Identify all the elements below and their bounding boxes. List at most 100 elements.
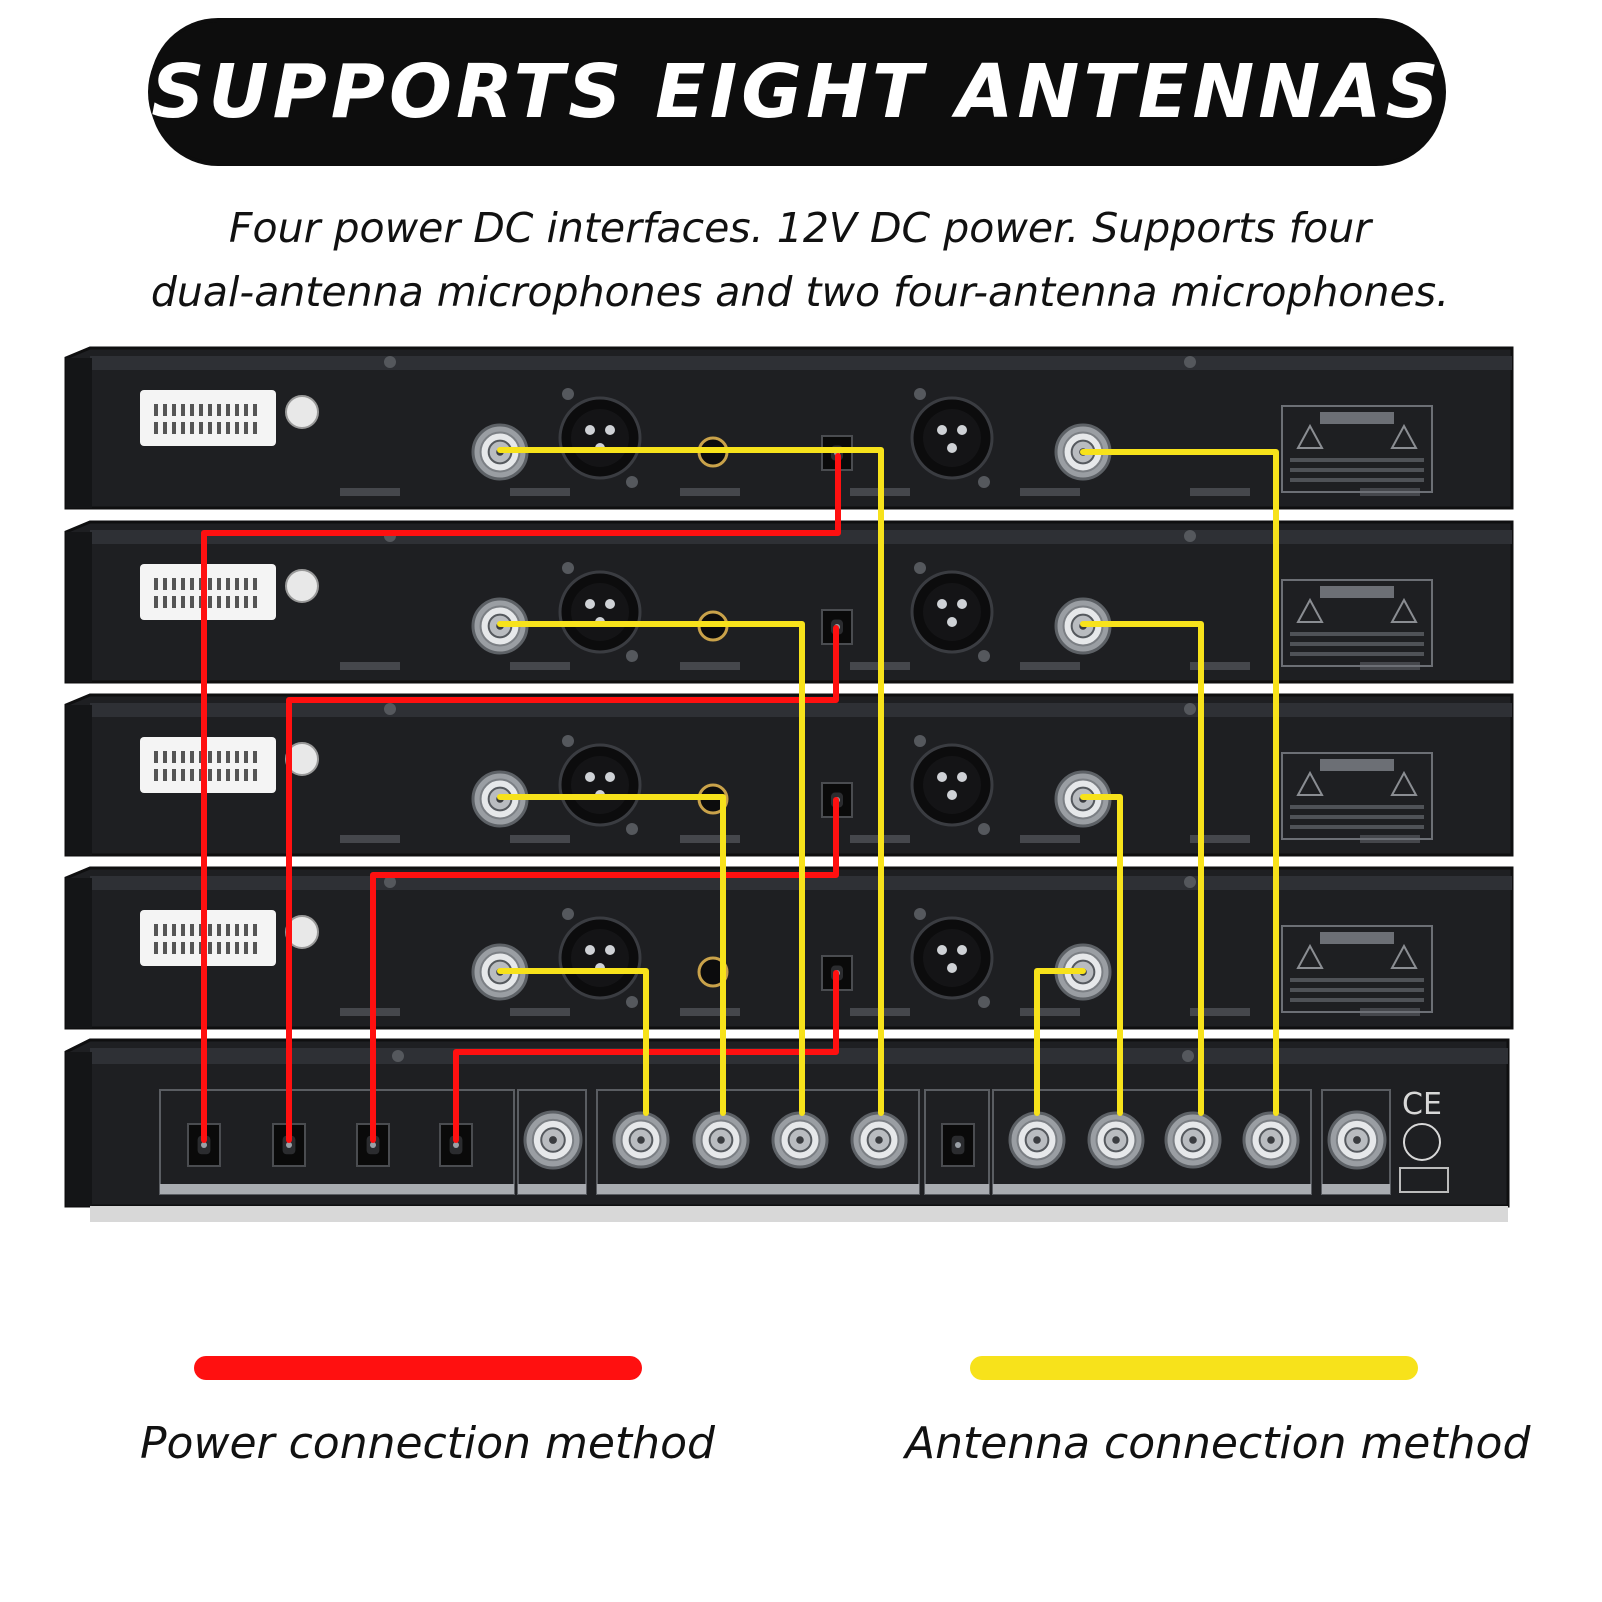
receiver-3-balanced-out-a-pin-1 [605, 772, 615, 782]
distributor-antenna-output-3 [771, 1111, 829, 1169]
receiver-3-warning-label-text-line-1 [1290, 815, 1424, 819]
receiver-2-balanced-out-b [910, 562, 994, 662]
receiver-3-serial-label-bar [172, 751, 176, 763]
receiver-1-serial-label-bar [253, 404, 257, 416]
antenna-cable-7 [1080, 621, 1204, 1116]
receiver-4-serial-label-bar [244, 942, 248, 954]
receiver-1-serial-label-bar [253, 422, 257, 434]
receiver-4-serial-label-bar [163, 942, 167, 954]
receiver-4-serial-label-bar [226, 924, 230, 936]
antenna-cable-4 [497, 447, 884, 1116]
receiver-2-serial-label-bar [163, 596, 167, 608]
distributor-antenna-output-7 [1164, 1111, 1222, 1169]
receiver-3-warning-label-text-line-0 [1290, 805, 1424, 809]
receiver-2-balanced-out-a-screw-b [626, 650, 638, 662]
receiver-1-balanced-out-b-pin-1 [957, 425, 967, 435]
subtitle: Four power DC interfaces. 12V DC power. … [50, 196, 1550, 324]
receiver-1-serial-label-bar [190, 404, 194, 416]
receiver-2-warning-label-frame [1281, 579, 1433, 667]
receiver-4-balanced-out-b-screw-a [914, 908, 926, 920]
receiver-1-top-lip [90, 356, 1512, 370]
distributor-side [66, 1052, 92, 1206]
receiver-3-port-caption [680, 835, 740, 843]
receiver-4-balanced-out-b-screw-b [978, 996, 990, 1008]
receiver-1-serial-label-rohs-icon [285, 395, 319, 429]
distributor-dc-output-4-pin [453, 1142, 459, 1148]
power-cable-3 [370, 797, 839, 1143]
receiver-3-serial-label-bar [226, 751, 230, 763]
distributor-antenna-output-2 [692, 1111, 750, 1169]
receiver-3-serial-label-bar [217, 751, 221, 763]
receiver-1-port-caption [340, 488, 400, 496]
receiver-4-serial-label-bar [190, 942, 194, 954]
receiver-1-serial-label-bar [154, 404, 158, 416]
receiver-2-screw-top-right [1184, 530, 1196, 542]
receiver-2-serial-label-bar [190, 578, 194, 590]
receiver-1-warning-label-warn-icon-right [1390, 423, 1418, 449]
receiver-4-serial-label-bar [154, 924, 158, 936]
receiver-1-serial-label-bar [154, 422, 158, 434]
receiver-2-balanced-out-a-screw-a [562, 562, 574, 574]
receiver-2-serial-label-bar [154, 578, 158, 590]
receiver-1-balanced-out-a-screw-b [626, 476, 638, 488]
receiver-4-side [66, 878, 92, 1028]
receiver-3-balanced-out-b-face [923, 756, 981, 814]
receiver-4-balanced-out-b-pin-0 [937, 945, 947, 955]
receiver-3-balanced-out-a-screw-a [562, 735, 574, 747]
distributor-antenna-output-4-pin [875, 1136, 883, 1144]
receiver-1-serial-label-bar [235, 422, 239, 434]
receiver-1-balanced-out-b-screw-a [914, 388, 926, 400]
receiver-3-serial-label-bar [190, 751, 194, 763]
receiver-2-balanced-out-b-screw-a [914, 562, 926, 574]
receiver-1-balanced-out-b-pin-2 [947, 443, 957, 453]
receiver-3-port-caption [1190, 835, 1250, 843]
distributor-antenna-input-b-pin [1353, 1136, 1361, 1144]
receiver-3-serial-label-bar [190, 769, 194, 781]
receiver-3-serial-label-sticker [140, 737, 276, 793]
fcc-mark-ring [1403, 1123, 1441, 1161]
power-cable-2 [286, 625, 839, 1143]
receiver-2-warning-label [1281, 579, 1433, 667]
distributor-antenna-output-5-pin [1033, 1136, 1041, 1144]
receiver-2-warning-label-header [1320, 586, 1394, 598]
receiver-1-side [66, 358, 92, 508]
receiver-2-balanced-out-a-pin-0 [585, 599, 595, 609]
receiver-2-serial-label-bar [253, 596, 257, 608]
receiver-1-balanced-out-a-pin-0 [585, 425, 595, 435]
receiver-3-balanced-out-a-pin-0 [585, 772, 595, 782]
receiver-2-serial-label-bar [190, 596, 194, 608]
receiver-3-serial-label-bar [154, 751, 158, 763]
receiver-2-serial-label-bar [172, 578, 176, 590]
receiver-2-warning-label-warn-icon-left [1296, 597, 1324, 623]
distributor-antenna-input-b [1327, 1110, 1387, 1170]
receiver-2-port-caption [510, 662, 570, 670]
receiver-2-serial-label-bar [217, 596, 221, 608]
receiver-3-screw-top [384, 703, 396, 715]
receiver-4-warning-label-warn-icon-left [1296, 943, 1324, 969]
receiver-4-balanced-out-a-face [571, 929, 629, 987]
receiver-3-serial-label-bar [253, 769, 257, 781]
receiver-4-serial-label-bar [154, 942, 158, 954]
receiver-2-balanced-out-a-pin-1 [605, 599, 615, 609]
receiver-2-serial-label-bar [217, 578, 221, 590]
receiver-4-serial-label-bar [244, 924, 248, 936]
receiver-1-serial-label-bar [244, 404, 248, 416]
receiver-2-balanced-out-b-pin-2 [947, 617, 957, 627]
receiver-1-warning-label-text-line-1 [1290, 468, 1424, 472]
antenna-cable-5 [1034, 968, 1086, 1116]
receiver-2-serial-label-rohs-icon [285, 569, 319, 603]
receiver-4-balanced-out-a-pin-1 [605, 945, 615, 955]
receiver-1-warning-label [1281, 405, 1433, 493]
receiver-4-balanced-out-b-pin-1 [957, 945, 967, 955]
receiver-4-balanced-out-a-screw-a [562, 908, 574, 920]
receiver-3-serial-label-bar [208, 751, 212, 763]
receiver-1-serial-label-bar [226, 404, 230, 416]
receiver-3-balanced-out-b-screw-a [914, 735, 926, 747]
receiver-3-warning-label-text-line-2 [1290, 825, 1424, 829]
receiver-3-serial-label-bar [181, 769, 185, 781]
receiver-1-screw-top [384, 356, 396, 368]
receiver-1-balanced-out-b [910, 388, 994, 488]
distributor-antenna-output-8-pin [1267, 1136, 1275, 1144]
distributor-panel-caption-1 [518, 1184, 586, 1194]
receiver-2-port-caption [680, 662, 740, 670]
